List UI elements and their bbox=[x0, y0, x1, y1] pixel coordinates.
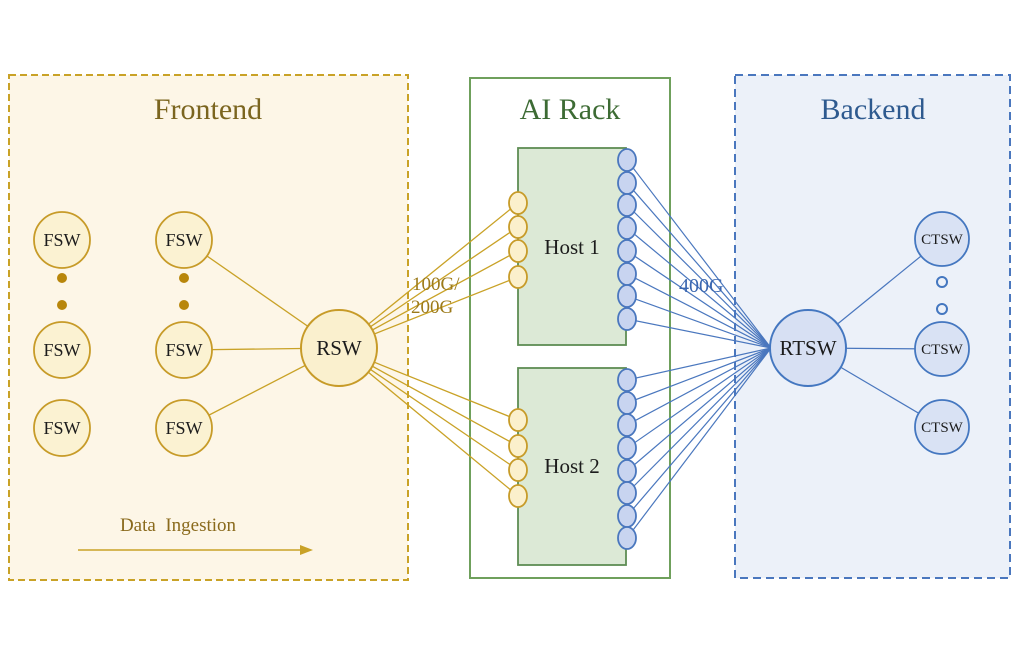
rtsw-label: RTSW bbox=[779, 336, 836, 360]
fsw-column-2: FSW FSW FSW bbox=[155, 211, 213, 457]
fsw-label: FSW bbox=[43, 340, 80, 360]
data-ingestion-arrow bbox=[78, 545, 313, 555]
ctsw-label: CTSW bbox=[921, 232, 964, 248]
fsw-label: FSW bbox=[165, 340, 202, 360]
fsw-column-1: FSW FSW FSW bbox=[33, 211, 91, 457]
fsw-node bbox=[155, 211, 213, 269]
fsw-node bbox=[155, 399, 213, 457]
host2-backend-ports bbox=[617, 368, 637, 550]
host-to-rtsw-links bbox=[626, 159, 772, 539]
host1-backend-ports bbox=[617, 148, 637, 331]
fsw-label: FSW bbox=[165, 418, 202, 438]
ellipsis-dot bbox=[179, 300, 189, 310]
fsw-label: FSW bbox=[165, 230, 202, 250]
backend-bandwidth-label: 400G bbox=[679, 275, 723, 297]
host1-label: Host 1 bbox=[544, 235, 599, 259]
ellipsis-dot bbox=[57, 300, 67, 310]
fsw-node bbox=[33, 399, 91, 457]
fsw-node bbox=[155, 321, 213, 379]
frontend-bandwidth-label-line1: 100G/ bbox=[412, 274, 460, 295]
ctsw-label: CTSW bbox=[921, 342, 964, 358]
ai-rack-title: AI Rack bbox=[520, 93, 621, 126]
rtsw-node bbox=[769, 309, 847, 387]
fsw-node bbox=[33, 211, 91, 269]
fsw-node bbox=[33, 321, 91, 379]
host1-frontend-ports bbox=[508, 191, 528, 289]
frontend-title: Frontend bbox=[154, 93, 262, 126]
ellipsis-ring bbox=[936, 276, 948, 288]
ctsw-node bbox=[914, 321, 970, 377]
host1-box bbox=[517, 147, 627, 346]
ellipsis-ring bbox=[936, 303, 948, 315]
ctsw-node bbox=[914, 211, 970, 267]
rsw-label: RSW bbox=[316, 336, 362, 360]
frontend-bandwidth-label-line2: 200G bbox=[411, 297, 454, 318]
fsw-label: FSW bbox=[43, 230, 80, 250]
backend-title: Backend bbox=[821, 93, 926, 126]
fsw-label: FSW bbox=[43, 418, 80, 438]
host2-frontend-ports bbox=[508, 408, 528, 508]
ctsw-label: CTSW bbox=[921, 420, 964, 436]
ctsw-node bbox=[914, 399, 970, 455]
ellipsis-dot bbox=[57, 273, 67, 283]
host2-label: Host 2 bbox=[544, 454, 599, 478]
rsw-node bbox=[300, 309, 378, 387]
data-ingestion-label: Data Ingestion bbox=[120, 515, 237, 536]
ctsw-column: CTSW CTSW CTSW bbox=[914, 211, 970, 455]
ellipsis-dot bbox=[179, 273, 189, 283]
